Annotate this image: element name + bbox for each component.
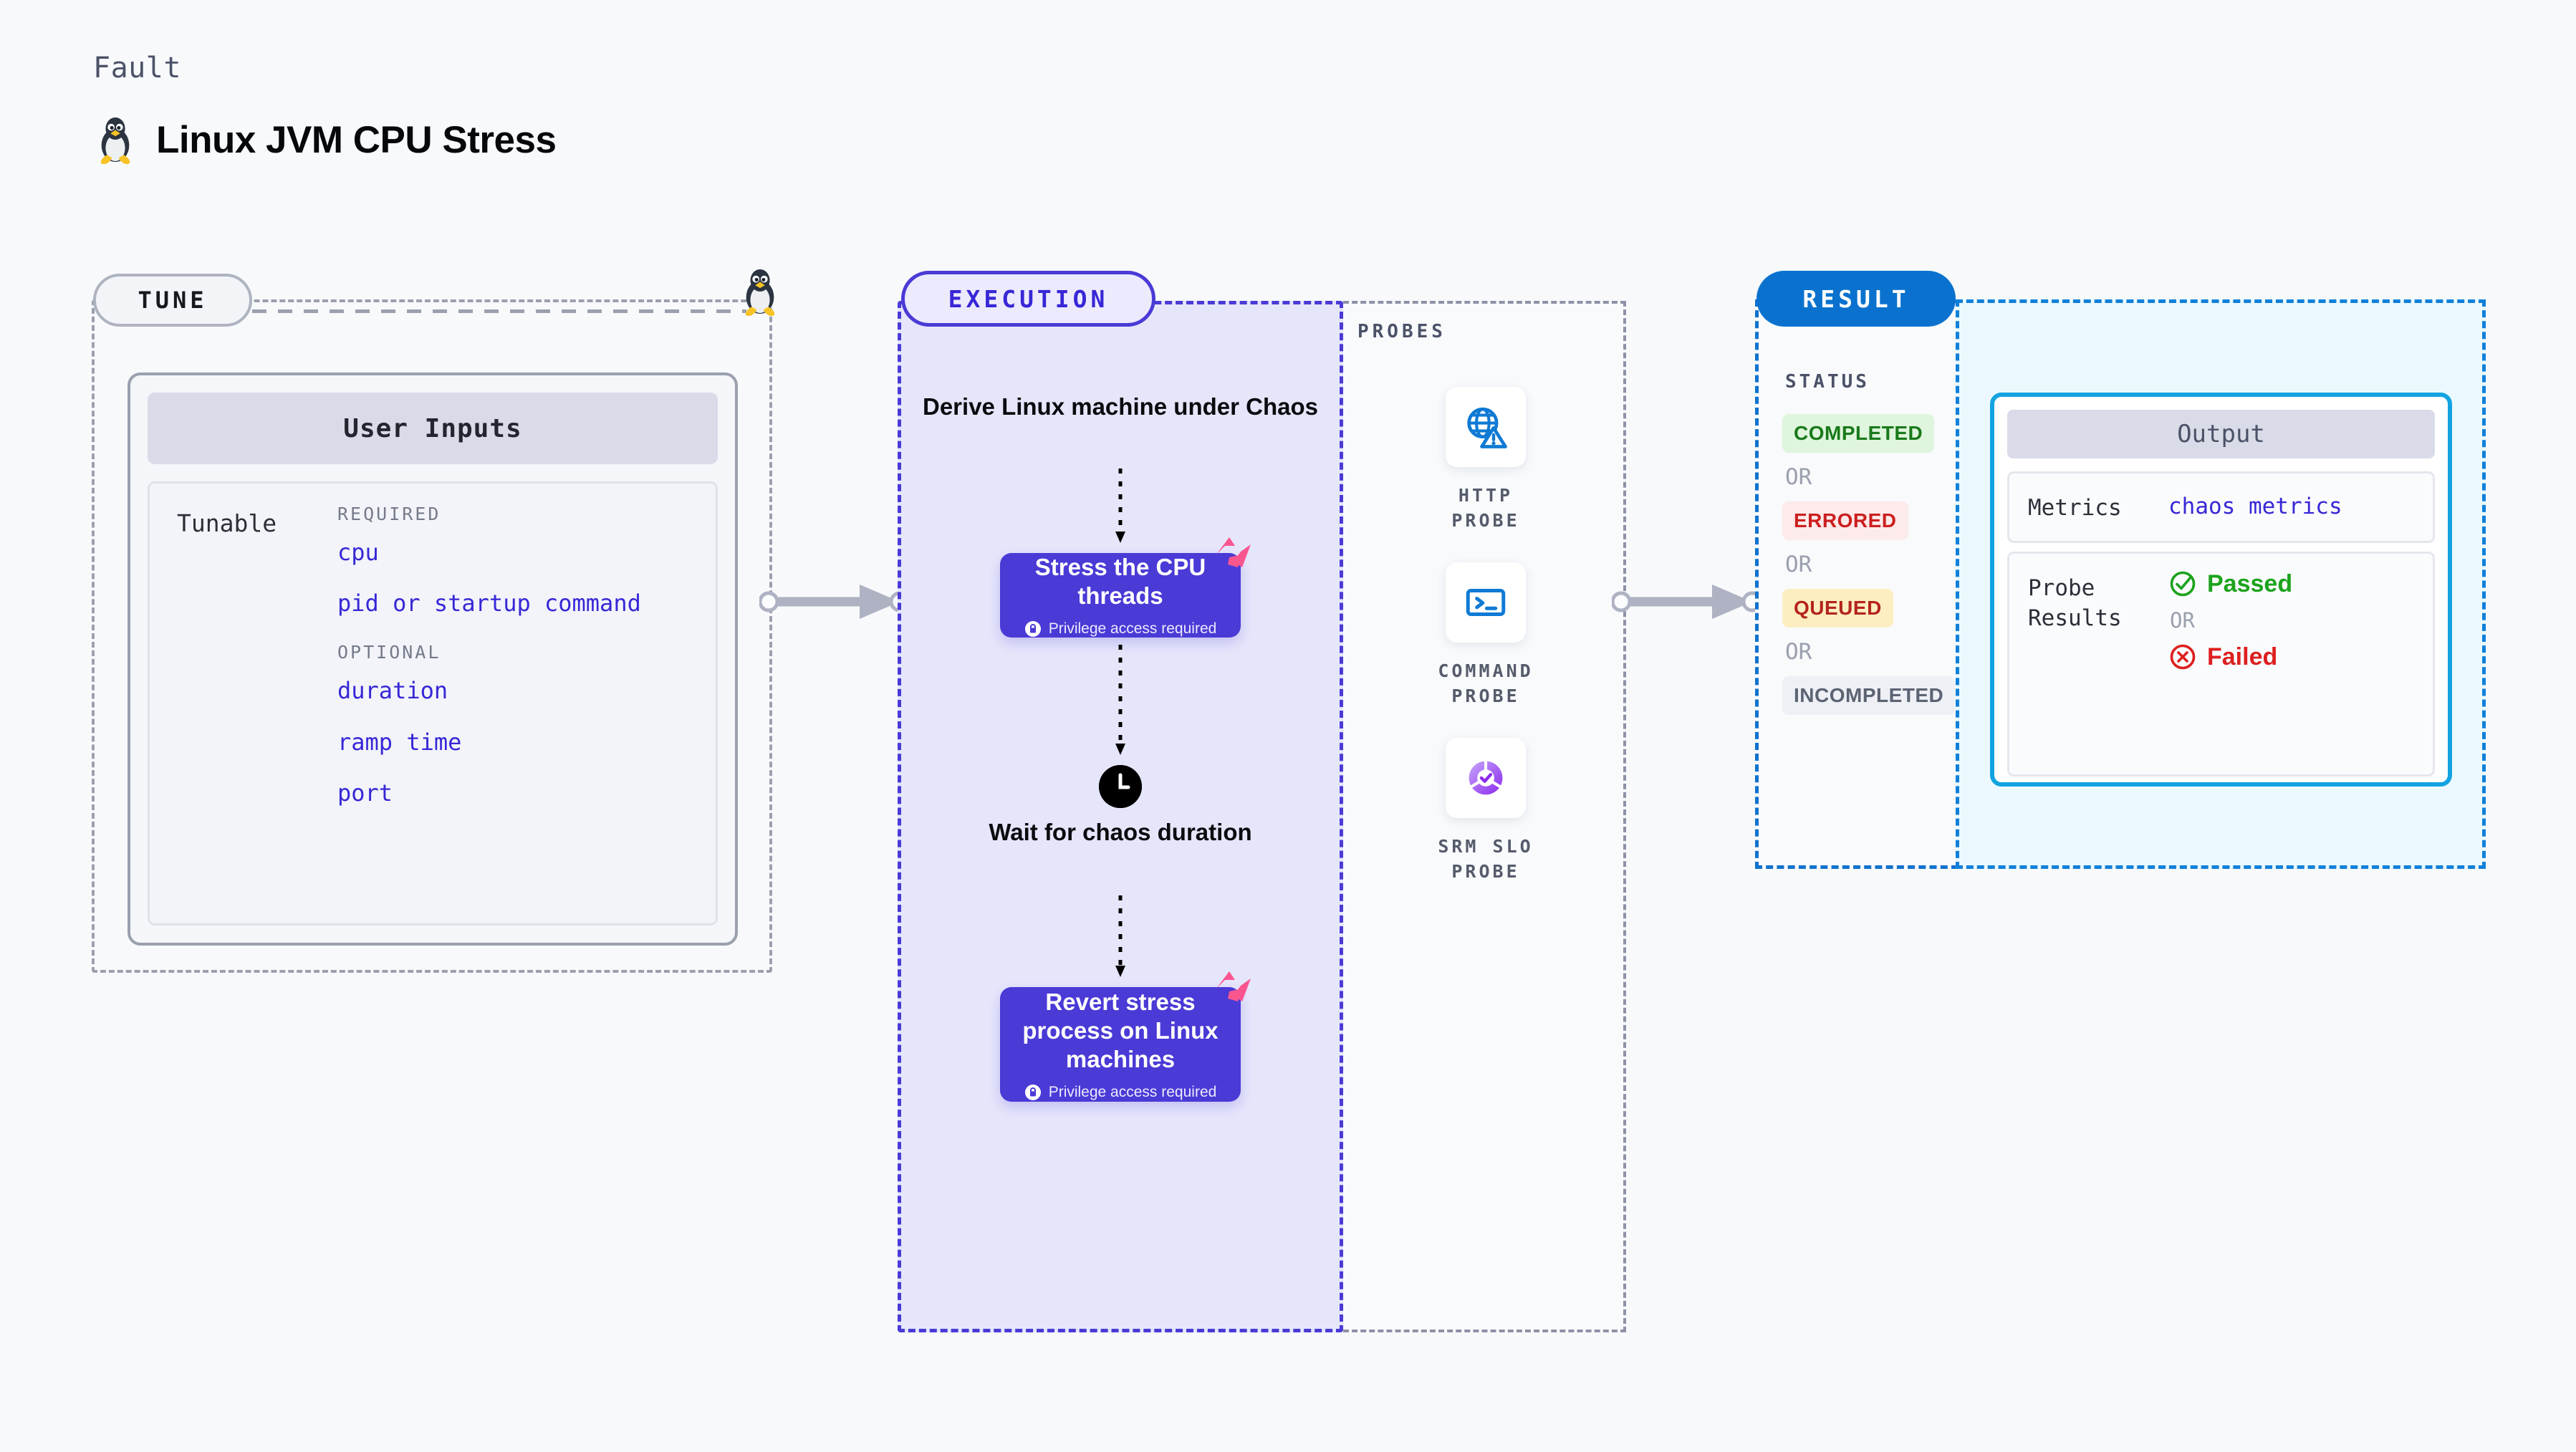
output-metrics-key: Metrics xyxy=(2028,495,2122,521)
output-probe-key: Probe Results xyxy=(2028,575,2122,631)
probe-tile xyxy=(1446,738,1526,818)
status-title: STATUS xyxy=(1785,371,1870,393)
execution-pill-label: EXECUTION xyxy=(901,271,1155,327)
tunable-item[interactable]: duration xyxy=(337,677,448,705)
linux-penguin-icon xyxy=(100,117,130,165)
privilege-note-text: Privilege access required xyxy=(1048,1084,1217,1101)
flow-step-wait: Wait for chaos duration xyxy=(989,819,1252,845)
output-metrics-value[interactable]: chaos metrics xyxy=(2168,494,2342,519)
result-pill-label: RESULT xyxy=(1756,271,1956,327)
linux-penguin-corner-icon xyxy=(745,269,775,317)
output-card-title: Output xyxy=(2007,410,2435,458)
flow-arrow-1 xyxy=(1115,468,1125,543)
tunable-item[interactable]: cpu xyxy=(337,539,379,566)
page-title: Linux JVM CPU Stress xyxy=(93,115,557,165)
flow-step-revert[interactable]: Revert stress process on Linux machines … xyxy=(1000,971,1251,1102)
tunable-row-label: Tunable xyxy=(177,509,277,537)
lock-icon xyxy=(1024,1085,1041,1101)
terminal-icon xyxy=(1466,589,1506,616)
user-inputs-body: Tunable REQUIRED cpu pid or startup comm… xyxy=(148,481,718,925)
clock-icon xyxy=(1099,765,1142,808)
flow-arrow-3 xyxy=(1115,895,1125,977)
page-title-text: Linux JVM CPU Stress xyxy=(156,118,557,161)
globe-warning-icon xyxy=(1467,407,1507,448)
execution-flow: Derive Linux machine under Chaos Stress … xyxy=(898,301,1343,1332)
probe-result-or: OR xyxy=(2170,608,2195,633)
flow-arrow-2 xyxy=(1115,645,1125,755)
privilege-note: Privilege access required xyxy=(1024,620,1217,638)
user-inputs-card: User Inputs Tunable REQUIRED cpu pid or … xyxy=(128,372,738,946)
probe-result-passed: Passed xyxy=(2168,569,2292,598)
probe-failed-label: Failed xyxy=(2207,643,2278,670)
status-badge-incompleted: INCOMPLETED xyxy=(1782,676,1956,715)
tunable-item[interactable]: port xyxy=(337,779,393,807)
tune-section xyxy=(92,299,772,973)
chaos-badge-icon xyxy=(1216,537,1251,567)
probe-label: COMMAND PROBE xyxy=(1438,660,1534,706)
status-badge-queued: QUEUED xyxy=(1782,589,1893,628)
probe-tile xyxy=(1446,562,1526,643)
slo-donut-check-icon xyxy=(1469,758,1503,795)
probe-command[interactable]: COMMAND PROBE xyxy=(1426,562,1546,708)
flow-step-derive: Derive Linux machine under Chaos xyxy=(923,393,1318,420)
tunable-group-heading-optional: OPTIONAL xyxy=(337,642,441,663)
arrow-tune-to-execution xyxy=(759,580,913,623)
chaos-badge-icon xyxy=(1216,971,1251,1001)
privilege-note: Privilege access required xyxy=(1024,1084,1217,1101)
tunable-item[interactable]: ramp time xyxy=(337,728,462,756)
status-badge-completed: COMPLETED xyxy=(1782,414,1935,453)
status-or: OR xyxy=(1785,464,1812,490)
tunable-list: REQUIRED cpu pid or startup command OPTI… xyxy=(337,504,701,832)
probe-tile xyxy=(1446,387,1526,467)
status-list: COMPLETED OR ERRORED OR QUEUED OR INCOMP… xyxy=(1782,414,1961,715)
probe-http[interactable]: HTTP PROBE xyxy=(1426,387,1546,533)
tunable-item[interactable]: pid or startup command xyxy=(337,590,641,617)
probe-label: HTTP PROBE xyxy=(1451,485,1520,531)
probe-label: SRM SLO PROBE xyxy=(1438,836,1534,882)
tune-dashed-connector xyxy=(252,309,746,313)
tune-pill-label: TUNE xyxy=(93,274,252,327)
privilege-note-text: Privilege access required xyxy=(1048,620,1217,638)
flow-step-revert-label: Revert stress process on Linux machines xyxy=(1022,988,1219,1073)
probe-passed-label: Passed xyxy=(2207,569,2293,597)
x-circle-icon xyxy=(2170,644,2196,670)
user-inputs-title: User Inputs xyxy=(148,393,718,464)
probe-result-failed: Failed xyxy=(2168,643,2292,671)
tunable-group-heading-required: REQUIRED xyxy=(337,504,441,524)
fault-kicker: Fault xyxy=(93,52,181,85)
status-badge-errored: ERRORED xyxy=(1782,501,1908,540)
output-metrics-row: Metrics chaos metrics xyxy=(2007,471,2435,543)
flow-step-stress-cpu[interactable]: Stress the CPU threads Privilege access … xyxy=(1000,537,1251,638)
output-probe-results-row: Probe Results Passed OR Failed xyxy=(2007,552,2435,777)
lock-icon xyxy=(1024,621,1041,638)
probe-result-values: Passed OR Failed xyxy=(2168,569,2292,671)
output-card: Output Metrics chaos metrics Probe Resul… xyxy=(1990,393,2452,787)
flow-step-stress-cpu-label: Stress the CPU threads xyxy=(1034,553,1206,609)
check-circle-icon xyxy=(2170,571,2196,597)
probe-srm-slo[interactable]: SRM SLO PROBE xyxy=(1426,738,1546,884)
status-or: OR xyxy=(1785,639,1812,665)
execution-section xyxy=(898,301,1343,1332)
probes-title: PROBES xyxy=(1357,321,1446,342)
status-or: OR xyxy=(1785,552,1812,577)
arrow-execution-to-result xyxy=(1612,580,1766,623)
